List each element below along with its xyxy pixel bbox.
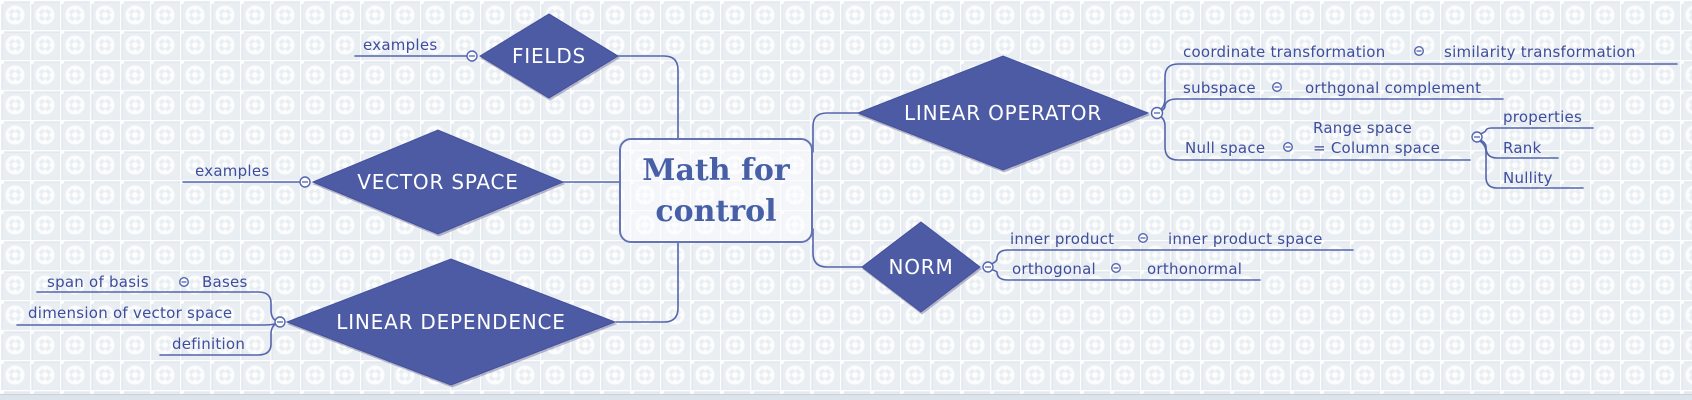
branch-nullity (1477, 139, 1584, 189)
topic-orthogonal[interactable]: orthogonal (1012, 260, 1096, 278)
topic-nullity[interactable]: Nullity (1503, 169, 1553, 187)
topic-fields-examples[interactable]: examples (363, 36, 437, 54)
collapse-icon-bases[interactable] (178, 277, 189, 288)
root-topic-math-for-control[interactable]: Math for control (619, 138, 813, 243)
topic-linear-dependence[interactable]: LINEAR DEPENDENCE (336, 310, 565, 334)
collapse-icon-orthonormal[interactable] (1110, 263, 1121, 274)
diamond-norm[interactable] (861, 221, 981, 313)
collapse-icon-inner-product[interactable] (1137, 232, 1148, 243)
topic-similarity-transformation[interactable]: similarity transformation (1444, 43, 1636, 61)
branch-coordinate-transformation (1157, 63, 1678, 112)
topic-vector-space-examples[interactable]: examples (195, 162, 269, 180)
topic-fields[interactable]: FIELDS (512, 44, 586, 68)
topic-orthonormal[interactable]: orthonormal (1147, 260, 1242, 278)
connector-root-fields (617, 55, 679, 139)
topic-dimension-of-vector-space[interactable]: dimension of vector space (28, 304, 232, 322)
collapse-icon-orthogonal-complement[interactable] (1271, 81, 1282, 92)
topic-orthogonal-complement[interactable]: orthgonal complement (1305, 79, 1481, 97)
connector-root-linear-operator (812, 112, 859, 153)
branch-properties (1477, 127, 1594, 136)
collapse-icon-null-space[interactable] (1282, 141, 1293, 152)
diamond-fields[interactable] (479, 13, 619, 99)
branch-null-space (1157, 114, 1471, 161)
topic-range-space-line2[interactable]: = Column space (1313, 139, 1440, 157)
collapse-icon-similarity-transformation[interactable] (1413, 46, 1424, 57)
branch-rank (1477, 138, 1559, 159)
topic-vector-space[interactable]: VECTOR SPACE (357, 170, 519, 194)
bottom-edge-strip (0, 394, 1692, 400)
branch-span-of-basis (36, 291, 280, 323)
topic-inner-product[interactable]: inner product (1010, 230, 1114, 248)
root-topic-line2: control (655, 193, 777, 229)
collapse-icon-norm[interactable] (982, 261, 994, 273)
topic-norm[interactable]: NORM (888, 255, 953, 279)
collapse-icon-fields[interactable] (466, 50, 478, 62)
topic-definition[interactable]: definition (172, 335, 245, 353)
topic-span-of-basis[interactable]: span of basis (47, 273, 149, 291)
root-topic-line1: Math for (642, 152, 790, 188)
topic-coordinate-transformation[interactable]: coordinate transformation (1183, 43, 1385, 61)
branch-orthogonal (988, 268, 1261, 281)
topic-inner-product-space[interactable]: inner product space (1168, 230, 1323, 248)
topic-subspace[interactable]: subspace (1183, 79, 1256, 97)
collapse-icon-linear-dependence[interactable] (274, 316, 286, 328)
topic-bases[interactable]: Bases (202, 273, 248, 291)
branch-inner-product (988, 249, 1354, 266)
connector-root-norm (812, 228, 863, 268)
branch-definition (159, 321, 280, 356)
collapse-icon-linear-operator[interactable] (1150, 106, 1164, 120)
topic-null-space[interactable]: Null space (1185, 139, 1265, 157)
branch-dimension-of-vector-space (16, 322, 279, 326)
collapse-icon-vector-space[interactable] (299, 176, 311, 188)
collapse-icon-range-space[interactable] (1471, 131, 1483, 143)
diamond-vector-space[interactable] (311, 129, 565, 235)
diamond-linear-operator[interactable] (856, 55, 1150, 171)
topic-linear-operator[interactable]: LINEAR OPERATOR (904, 101, 1102, 125)
connector-root-linear-dependence (615, 242, 679, 323)
branch-subspace (1157, 98, 1504, 113)
diamond-linear-dependence[interactable] (285, 258, 617, 386)
topic-rank[interactable]: Rank (1503, 139, 1542, 157)
topic-range-space-line1[interactable]: Range space (1313, 119, 1412, 137)
topic-properties[interactable]: properties (1503, 108, 1582, 126)
